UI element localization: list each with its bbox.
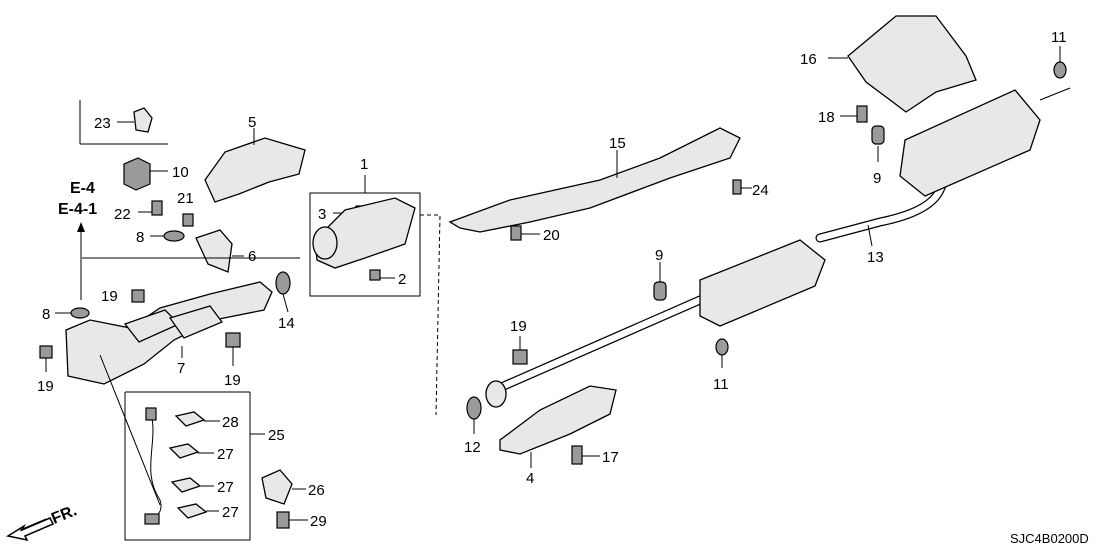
silencer-13 xyxy=(699,239,826,327)
callout-27-b: 27 xyxy=(217,479,234,496)
diagram-code: SJC4B0200D xyxy=(1010,531,1089,546)
callout-2: 2 xyxy=(398,271,406,288)
callout-16: 16 xyxy=(800,51,817,68)
ref-e4-1: E-4-1 xyxy=(58,201,97,218)
clip-27-a xyxy=(168,443,200,459)
bolt-21 xyxy=(182,213,194,227)
heat-shield-15 xyxy=(448,127,741,233)
nut-19-a xyxy=(131,289,145,303)
callout-24: 24 xyxy=(752,182,769,199)
o2-sensor-connector xyxy=(145,407,157,421)
catalyst-7 xyxy=(168,305,224,339)
callout-8-upper: 8 xyxy=(136,229,144,246)
callout-11-b: 11 xyxy=(1051,29,1067,46)
rubber-11-b xyxy=(1053,61,1067,79)
gasket-8-upper xyxy=(163,230,185,242)
callout-19-b: 19 xyxy=(37,378,54,395)
bolt-29 xyxy=(276,511,290,529)
gasket-14 xyxy=(275,271,291,295)
bolt-2 xyxy=(369,269,381,281)
callout-7: 7 xyxy=(177,360,185,377)
converter-flange xyxy=(312,226,338,260)
pipe-flange xyxy=(485,380,507,408)
callout-9-b: 9 xyxy=(873,170,881,187)
assembly-box-1 xyxy=(309,192,421,297)
ref-e4: E-4 xyxy=(70,180,95,197)
callout-27-a: 27 xyxy=(217,446,234,463)
gasket-12 xyxy=(466,396,482,420)
callout-29: 29 xyxy=(310,513,327,530)
callout-13: 13 xyxy=(867,249,884,266)
nut-19-b xyxy=(39,345,53,359)
exhaust-pipe-a-7 xyxy=(65,281,273,385)
clip-28 xyxy=(174,411,206,427)
callout-1: 1 xyxy=(360,156,368,173)
bracket-10 xyxy=(123,157,151,191)
heat-shield-5 xyxy=(204,137,306,203)
bolt-20 xyxy=(510,225,522,241)
mount-rubber-23 xyxy=(133,107,153,133)
clip-27-b xyxy=(170,477,202,493)
callout-22: 22 xyxy=(114,206,131,223)
callout-10: 10 xyxy=(172,164,189,181)
callout-6: 6 xyxy=(248,248,256,265)
callout-23: 23 xyxy=(94,115,111,132)
callout-12: 12 xyxy=(464,439,481,456)
front-label: FR. xyxy=(49,502,79,527)
bracket-6 xyxy=(195,229,233,273)
bracket-26 xyxy=(261,469,293,505)
callout-8-lower: 8 xyxy=(42,306,50,323)
bolt-18 xyxy=(856,105,868,123)
nut-19-d xyxy=(512,349,528,365)
callout-19-c: 19 xyxy=(224,372,241,389)
callout-19-a: 19 xyxy=(101,288,118,305)
bolt-24 xyxy=(732,179,742,195)
callout-26: 26 xyxy=(308,482,325,499)
converter-1 xyxy=(314,197,416,269)
front-arrow-icon xyxy=(6,517,55,542)
callout-9-a: 9 xyxy=(655,247,663,264)
callout-4: 4 xyxy=(526,470,534,487)
callout-17: 17 xyxy=(602,449,619,466)
callout-20: 20 xyxy=(543,227,560,244)
gasket-8-lower xyxy=(70,307,90,319)
bolt-22 xyxy=(151,200,163,216)
callout-28: 28 xyxy=(222,414,239,431)
heat-shield-16 xyxy=(847,15,977,113)
clip-27-c xyxy=(176,503,208,519)
nut-19-c xyxy=(225,332,241,348)
callout-14: 14 xyxy=(278,315,295,332)
o2-sensor xyxy=(144,513,160,525)
callout-19-d: 19 xyxy=(510,318,527,335)
hanger-9-b xyxy=(871,125,885,145)
callout-3: 3 xyxy=(318,206,326,223)
callout-25: 25 xyxy=(268,427,285,444)
heat-shield-4 xyxy=(499,385,617,455)
rubber-11-a xyxy=(715,338,729,356)
assembly-box-25 xyxy=(124,391,251,541)
bolt-17 xyxy=(571,445,583,465)
arrow-up-icon xyxy=(77,222,85,232)
callout-21: 21 xyxy=(177,190,194,207)
hanger-9-a xyxy=(653,281,667,301)
callout-5: 5 xyxy=(248,114,256,131)
muffler-13 xyxy=(899,89,1041,197)
callout-15: 15 xyxy=(609,135,626,152)
part-23-group: 23 xyxy=(79,100,168,145)
callout-27-c: 27 xyxy=(222,504,239,521)
callout-18: 18 xyxy=(818,109,835,126)
callout-11-a: 11 xyxy=(713,376,729,393)
